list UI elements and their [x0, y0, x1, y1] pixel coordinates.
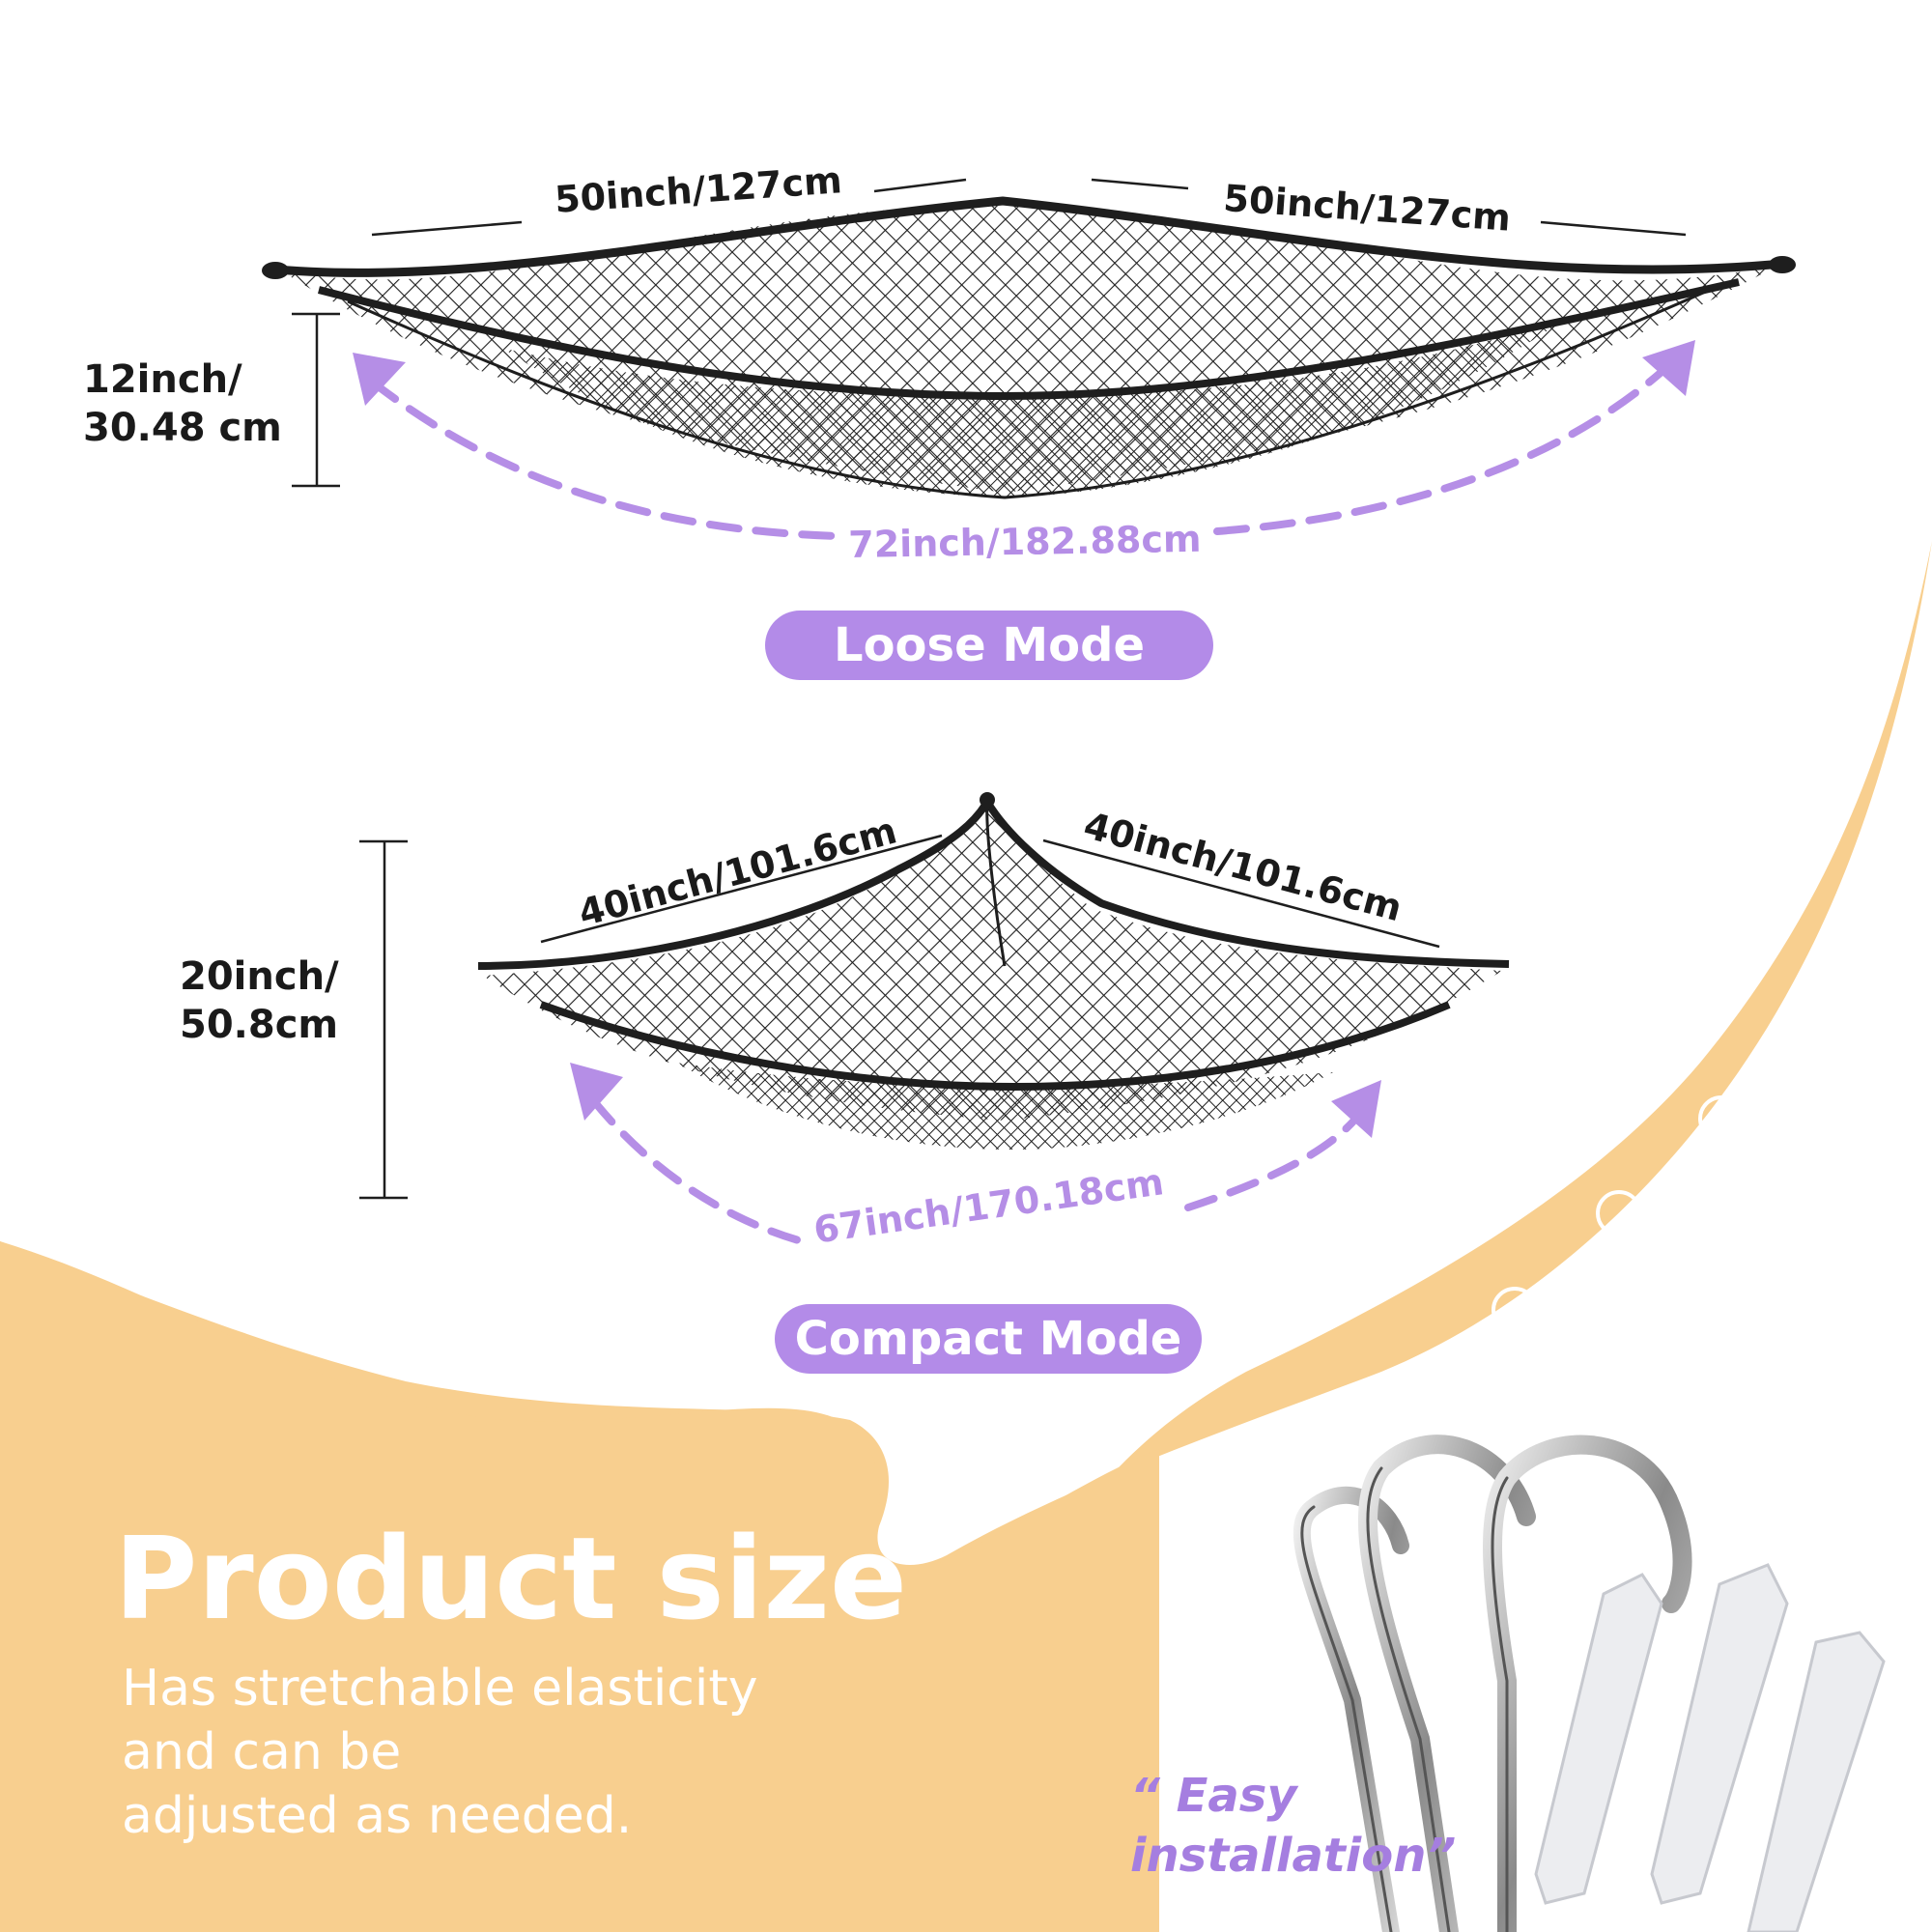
circle-dot-icon — [1285, 999, 1932, 1526]
loose-depth-line2: 30.48 cm — [83, 406, 282, 450]
loose-depth-label: 12inch/ 30.48 cm — [83, 355, 282, 452]
net-hammock-icon — [262, 196, 1796, 499]
compact-depth-line2: 50.8cm — [180, 1003, 339, 1047]
hook-icon — [1293, 1435, 1692, 1932]
description-line: Has stretchable elasticity — [122, 1660, 758, 1718]
easy-installation-line1: “ Easy — [1130, 1769, 1297, 1823]
compact-depth-line1: 20inch/ — [180, 954, 339, 999]
net-hammock-icon — [477, 792, 1510, 1150]
loose-mode-badge: Loose Mode — [765, 611, 1213, 680]
description-line: adjusted as needed. — [122, 1787, 633, 1845]
easy-installation-caption: “ Easy installation” — [1130, 1766, 1456, 1886]
description-line: and can be — [122, 1723, 402, 1781]
wall-anchor-icon — [1534, 1563, 1886, 1932]
page-title: Product size — [114, 1512, 908, 1645]
loose-depth-line1: 12inch/ — [83, 357, 242, 402]
compact-depth-label: 20inch/ 50.8cm — [180, 952, 339, 1049]
compact-mode-badge: Compact Mode — [775, 1304, 1202, 1374]
product-description: Has stretchable elasticity and can be ad… — [122, 1657, 758, 1848]
easy-installation-line2: installation” — [1130, 1829, 1457, 1883]
loose-span-label: 72inch/182.88cm — [847, 517, 1202, 566]
